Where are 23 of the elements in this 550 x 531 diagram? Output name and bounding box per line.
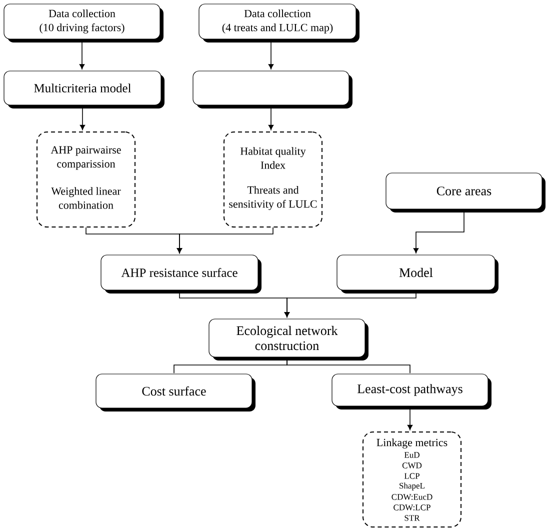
process-box: Model bbox=[336, 254, 498, 294]
list-item: ShapeL bbox=[400, 482, 424, 490]
note-text: Threats and sensitivity of LULC bbox=[229, 186, 317, 210]
list-item: CDW:EucD bbox=[392, 494, 432, 500]
process-box bbox=[192, 70, 352, 108]
heading: Linkage metrics bbox=[376, 438, 448, 448]
process-box: AHP resistance surface bbox=[100, 254, 262, 294]
process-box: Least-cost pathways bbox=[332, 374, 492, 410]
process-box: Cost surface bbox=[96, 374, 256, 412]
list-item: STR bbox=[404, 515, 420, 521]
list-item: EuD bbox=[404, 452, 420, 458]
process-box: Ecological network construction bbox=[208, 318, 368, 360]
note-text: Habitat quality Index bbox=[240, 147, 306, 169]
note-text: AHP pairwairse comparission bbox=[50, 146, 121, 170]
process-box: Multicriteria model bbox=[4, 70, 164, 108]
list-item: CDW:LCP bbox=[394, 504, 430, 510]
note-text: Weighted linear combination bbox=[51, 187, 121, 209]
process-box: Data collection (4 treats and LULC map) bbox=[198, 4, 360, 42]
list-item: LCP bbox=[404, 473, 420, 479]
list-item: CWD bbox=[402, 462, 422, 468]
arrow bbox=[176, 227, 274, 254]
process-box: Core areas bbox=[386, 172, 546, 212]
process-box: Data collection (10 driving factors) bbox=[4, 4, 164, 42]
